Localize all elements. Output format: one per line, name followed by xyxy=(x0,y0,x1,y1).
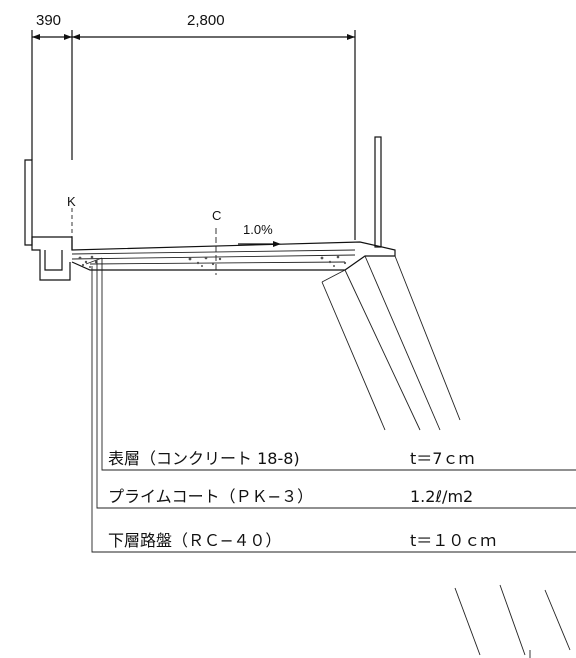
dimension-label-left: 390 xyxy=(36,12,61,29)
layer-base-name: 下層路盤（ＲＣ−４０） xyxy=(108,531,281,550)
slope-label: 1.0% xyxy=(243,222,273,237)
layer-surface-name: 表層（コンクリート 18-8) xyxy=(108,449,300,468)
aggregate-hatch-right xyxy=(320,255,347,267)
aggregate-hatch-left xyxy=(78,255,98,268)
embankment-slopes xyxy=(321,255,571,658)
layer-surface-spec: t＝7ｃｍ xyxy=(410,449,474,468)
k-marker-label: K xyxy=(67,194,76,209)
callout-leaders xyxy=(85,257,576,553)
aggregate-hatch-center xyxy=(188,256,222,267)
dimension-line xyxy=(31,30,356,240)
right-fence-post xyxy=(374,136,382,248)
pavement-slab xyxy=(71,237,396,271)
dimension-label-right: 2,800 xyxy=(187,12,225,29)
layer-base-spec: t＝１０ｃｍ xyxy=(410,531,496,550)
layer-prime-spec: 1.2ℓ/m2 xyxy=(410,487,473,506)
c-marker-label: C xyxy=(212,208,221,223)
left-curb xyxy=(24,159,73,281)
layer-prime-name: プライムコート（ＰＫ−３） xyxy=(108,487,313,506)
